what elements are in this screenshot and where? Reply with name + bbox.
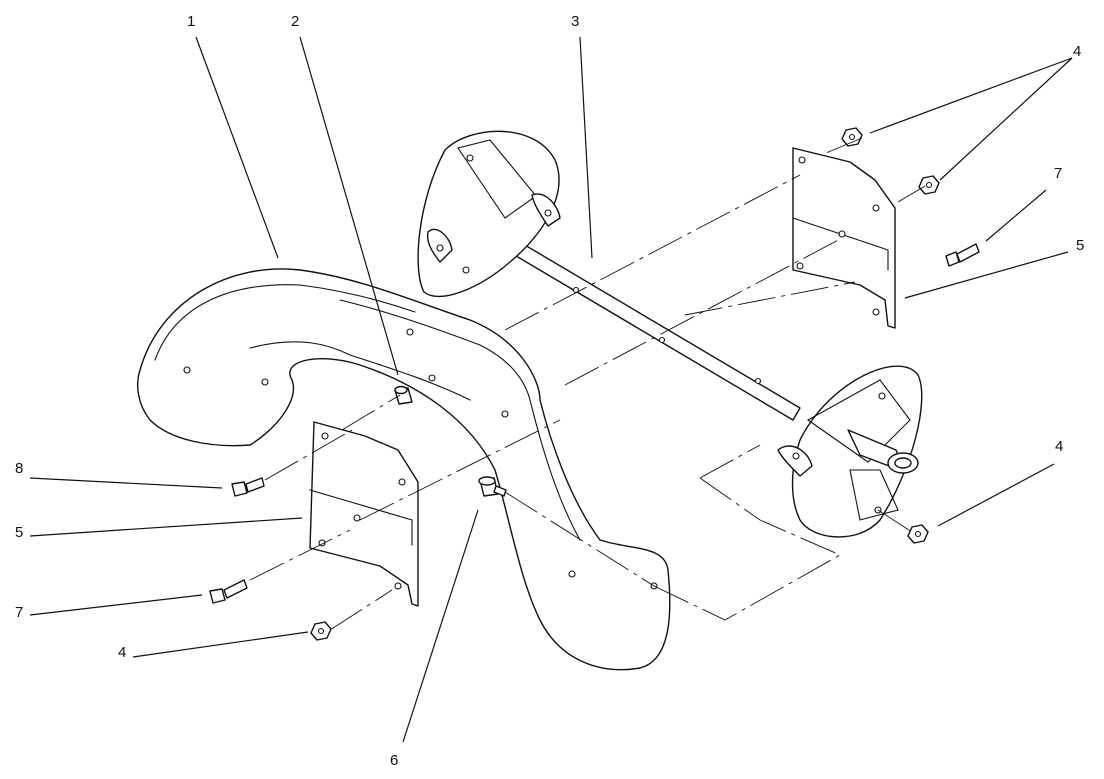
- bolt: [209, 579, 248, 604]
- callout-6: 6: [390, 752, 399, 769]
- callout-1: 1: [187, 13, 196, 30]
- hex-nut: [310, 621, 332, 641]
- spacer: [394, 385, 413, 405]
- leader-lines: [29, 36, 1073, 743]
- assembly-centerlines: [249, 137, 926, 631]
- front-auger-flight: [777, 365, 923, 538]
- callout-4: 4: [118, 644, 127, 661]
- callout-5: 5: [15, 524, 24, 541]
- callout-8: 8: [15, 460, 24, 477]
- hex-nut: [841, 127, 863, 147]
- callout-3: 3: [571, 13, 580, 30]
- callout-7: 7: [1054, 165, 1063, 182]
- callout-7: 7: [15, 604, 24, 621]
- callout-4: 4: [1055, 438, 1064, 455]
- rear-bracket: [792, 147, 896, 329]
- callout-5: 5: [1076, 237, 1085, 254]
- callout-2: 2: [291, 13, 300, 30]
- callout-4: 4: [1073, 43, 1082, 60]
- bolt: [945, 243, 980, 267]
- bolt: [231, 477, 265, 497]
- hex-nut: [918, 175, 940, 195]
- front-bracket: [309, 421, 419, 607]
- hex-nut: [907, 524, 929, 544]
- grease-fitting: [478, 476, 507, 497]
- rear-auger-flight: [417, 130, 561, 298]
